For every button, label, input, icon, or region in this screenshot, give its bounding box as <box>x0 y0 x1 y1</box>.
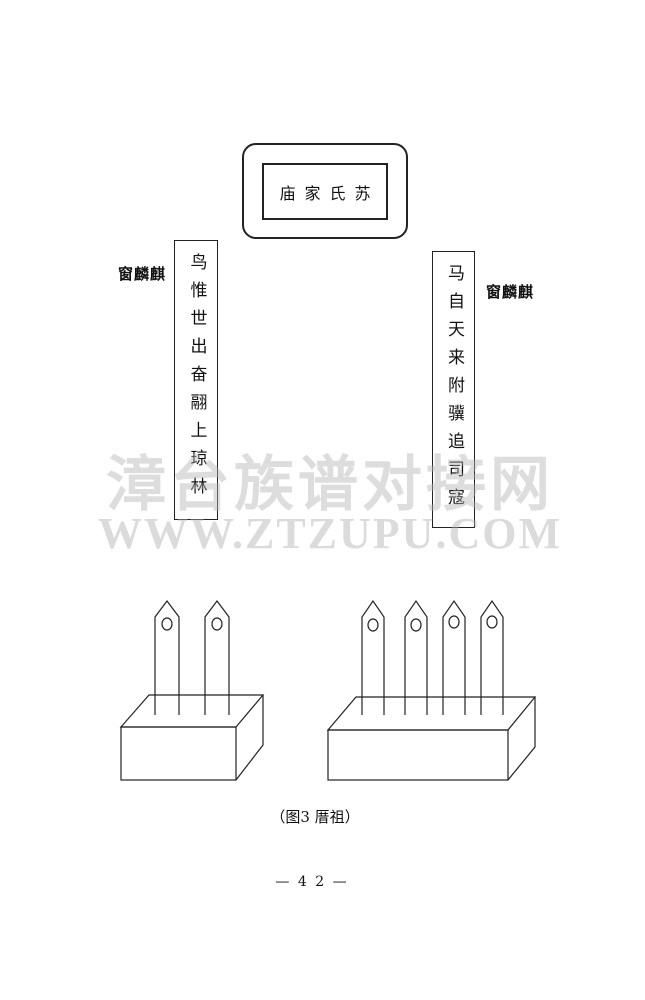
tablet-hole <box>161 617 173 631</box>
left-couplet-text: 鸟惟世出奋翮上琼林 <box>186 253 207 505</box>
tablet-hole <box>448 615 460 629</box>
left-side-label: 窗麟麒 <box>118 265 167 283</box>
base-side <box>507 697 536 781</box>
right-couplet-text: 马自天来附骥追司寇 <box>444 264 464 516</box>
tablet-hole <box>367 618 379 632</box>
two-tablet-set <box>119 600 265 781</box>
plaque-frame <box>242 143 408 239</box>
base-side <box>235 695 264 781</box>
tablet-hole <box>410 618 422 632</box>
tablet-shape <box>442 599 466 715</box>
base-top <box>119 694 265 728</box>
base-top <box>326 696 537 731</box>
left-couplet-scroll: 鸟惟世出奋翮上琼林 <box>174 240 218 520</box>
base-front <box>327 729 509 781</box>
plaque-text: 庙家氏苏 <box>279 183 380 203</box>
watermark-chinese: 漳台族谱对接网 <box>106 450 554 520</box>
tablet-shape <box>404 599 428 715</box>
tablet-shape <box>480 599 504 715</box>
tablet-shape <box>154 600 180 715</box>
tablet-hole <box>486 615 498 629</box>
watermark-url: WWW.ZTZUPU.COM <box>98 509 562 558</box>
base-front <box>120 726 237 781</box>
plaque-panel: 庙家氏苏 <box>262 163 388 220</box>
page-number: — 4 2 — <box>275 874 349 890</box>
four-tablet-set <box>326 599 537 781</box>
right-side-label: 窗麟麒 <box>486 283 535 301</box>
right-couplet-scroll: 马自天来附骥追司寇 <box>432 251 475 528</box>
tablet-hole <box>211 617 223 631</box>
tablet-shape <box>204 600 230 715</box>
figure-caption: （图3 厝祖） <box>270 808 360 826</box>
tablet-shape <box>361 599 385 715</box>
